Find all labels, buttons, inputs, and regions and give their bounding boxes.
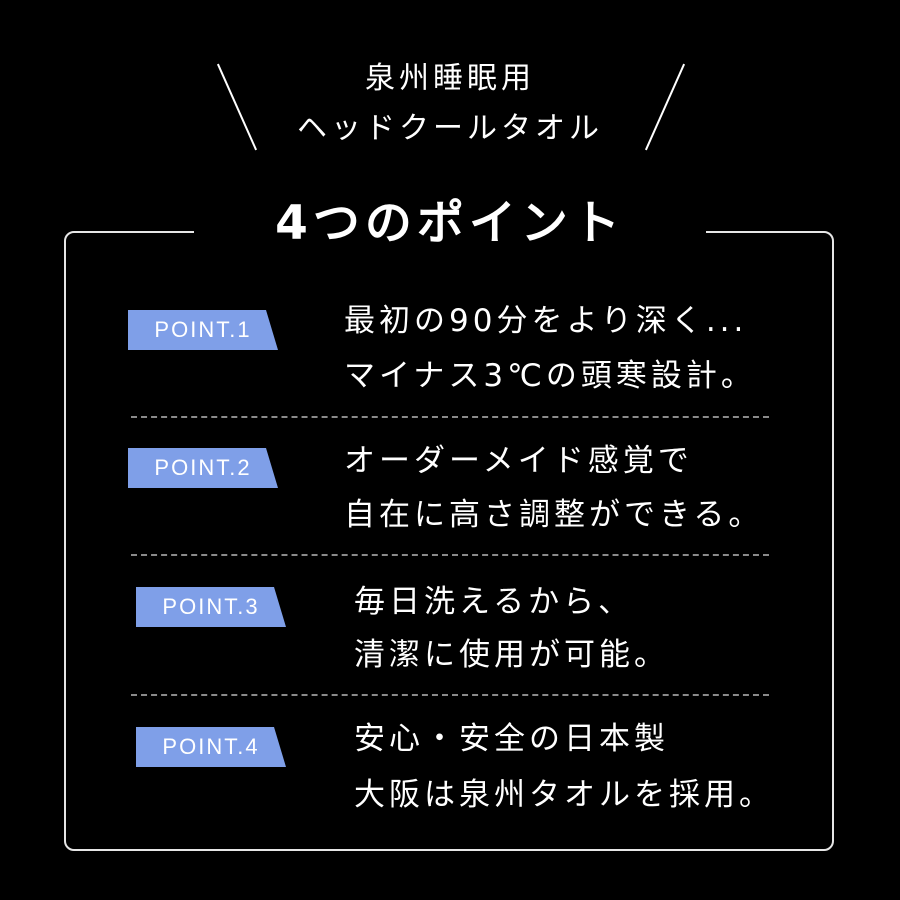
point-4-line-2: 大阪は泉州タオルを採用。 — [354, 777, 774, 813]
point-2-line-2: 自在に高さ調整ができる。 — [344, 497, 764, 533]
dashed-divider — [131, 416, 769, 418]
point-4-line-1: 安心・安全の日本製 — [354, 721, 669, 757]
point-badge-4: POINT.4 — [136, 727, 286, 767]
point-badge-2: POINT.2 — [128, 448, 278, 488]
dashed-divider — [131, 554, 769, 556]
point-badge-1: POINT.1 — [128, 310, 278, 350]
point-1-line-1: 最初の90分をより深く... — [344, 303, 748, 339]
header-line-1: 泉州睡眠用 — [365, 61, 535, 96]
header-line-2: ヘッドクールタオル — [297, 111, 603, 146]
point-badge-3: POINT.3 — [136, 587, 286, 627]
point-3-line-2: 清潔に使用が可能。 — [354, 637, 669, 673]
point-1-line-2: マイナス3℃の頭寒設計。 — [344, 358, 756, 394]
point-2-line-1: オーダーメイド感覚で — [344, 443, 693, 479]
point-3-line-1: 毎日洗えるから、 — [354, 584, 634, 620]
dashed-divider — [131, 694, 769, 696]
title-gap — [194, 222, 706, 242]
page-title: 4つのポイント — [275, 196, 625, 251]
